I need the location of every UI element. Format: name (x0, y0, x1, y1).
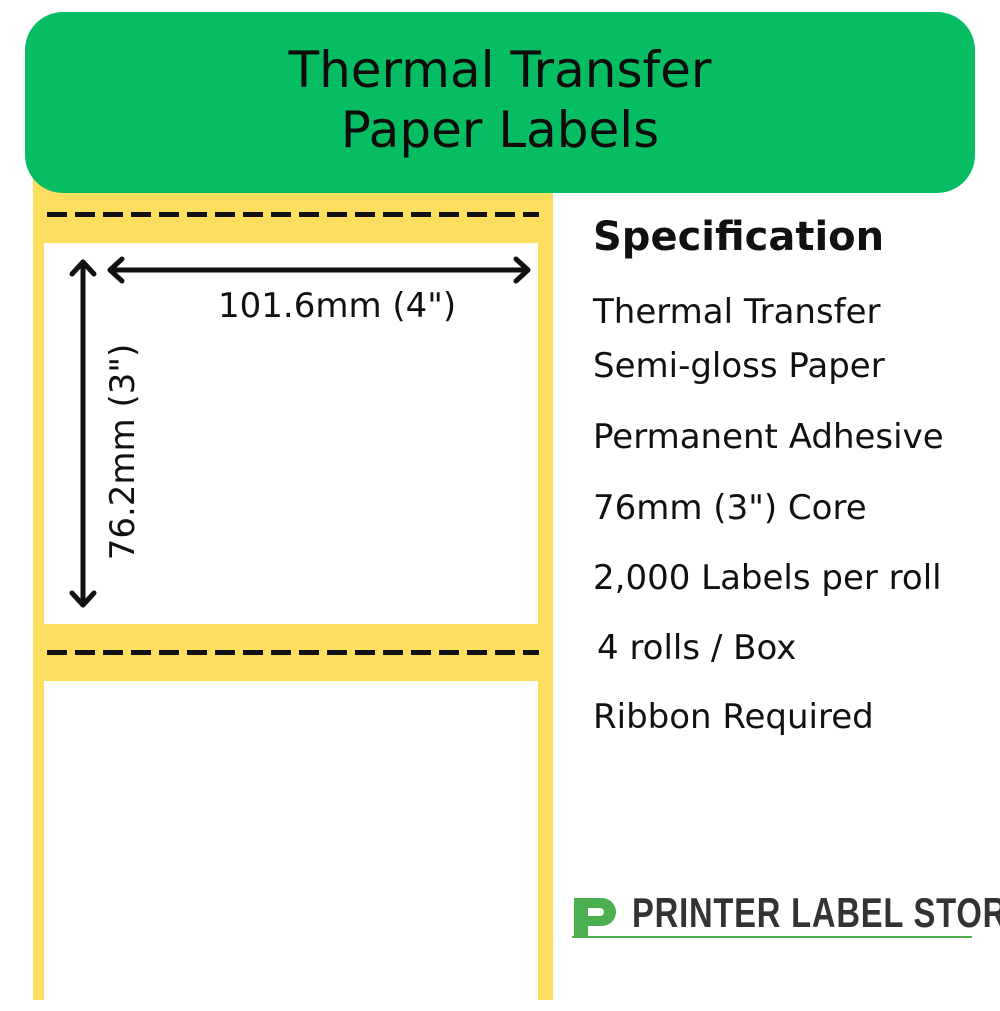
spec-item: 2,000 Labels per roll (593, 558, 942, 598)
logo-text: PRINTER LABEL STORE (632, 889, 1000, 936)
spec-item: Thermal Transfer (593, 292, 881, 332)
p-logo-icon (574, 898, 616, 936)
title-line-1: Thermal Transfer (288, 41, 712, 99)
label-height: 76.2mm (3") (103, 343, 143, 561)
label-sample (44, 681, 538, 1011)
title-banner: Thermal Transfer Paper Labels (25, 12, 975, 193)
spec-item: 4 rolls / Box (597, 628, 797, 668)
spec-item: Semi-gloss Paper (593, 346, 885, 386)
spec-item: Ribbon Required (593, 697, 874, 737)
label-width: 101.6mm (4") (218, 286, 457, 326)
label-sample (44, 243, 538, 624)
logo-underline (572, 936, 972, 938)
perforation-line (47, 650, 539, 655)
brand-logo: PRINTER LABEL STORE (572, 890, 1000, 938)
spec-item: 76mm (3") Core (593, 488, 867, 528)
dimension-arrows-icon (69, 256, 531, 608)
title-line-2: Paper Labels (340, 101, 660, 159)
spec-title: Specification (593, 214, 885, 260)
perforation-line (47, 212, 539, 217)
spec-item: Permanent Adhesive (593, 417, 944, 457)
